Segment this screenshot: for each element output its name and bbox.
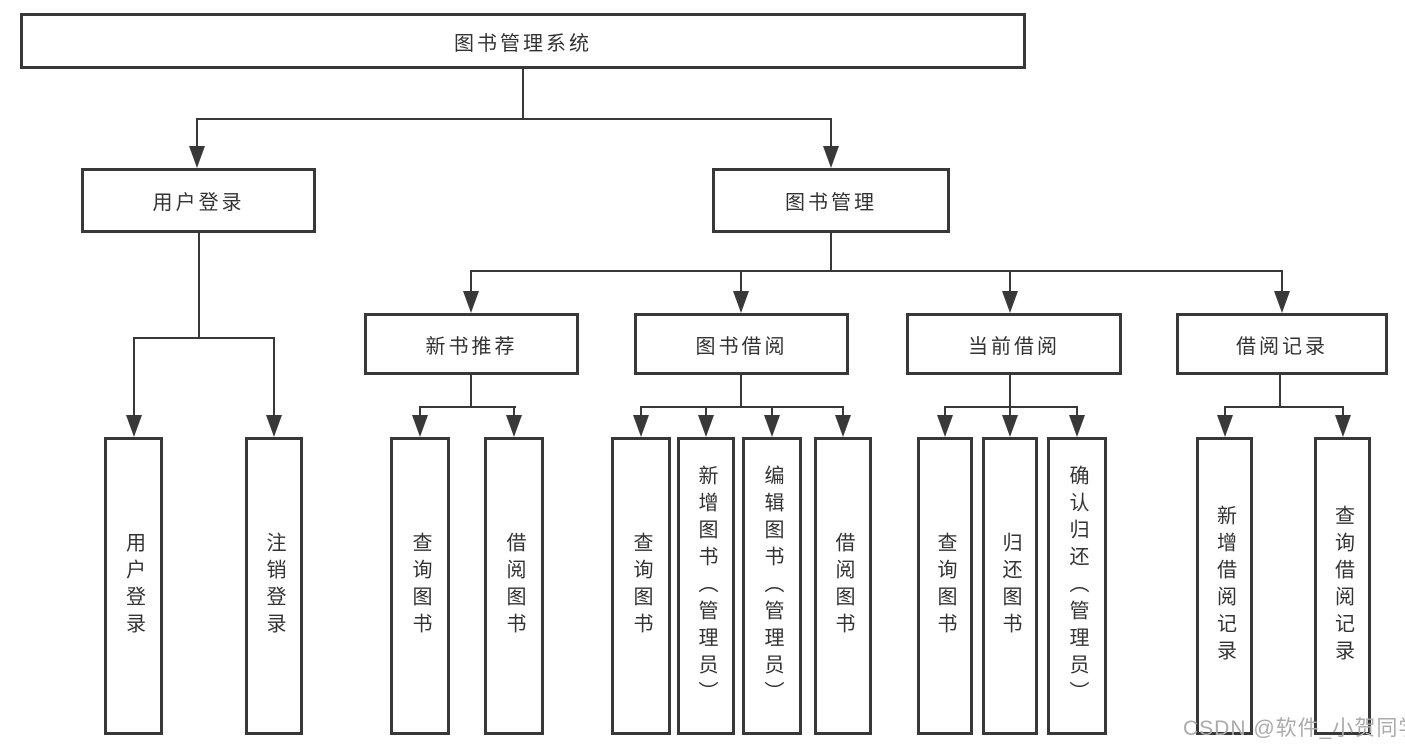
connector-line [522,69,524,118]
connector-line [944,406,946,417]
arrowhead-down-icon [1274,291,1290,313]
node-add-borrow-record: 新增借阅记录 [1196,437,1253,735]
arrowhead-down-icon [412,415,428,437]
node-edit-book-admin: 编辑图书（管理员） [742,437,802,735]
arrowhead-down-icon [937,415,953,437]
connector-line [842,406,844,417]
connector-line [1342,406,1344,417]
arrowhead-down-icon [1002,415,1018,437]
connector-line [419,406,516,408]
node-query-borrow-record: 查询借阅记录 [1314,437,1371,735]
connector-line [1009,406,1011,417]
arrowhead-down-icon [764,415,780,437]
connector-line [419,406,421,417]
connector-line [1076,406,1078,417]
connector-line [944,406,1078,408]
connector-line [1281,270,1283,293]
arrowhead-down-icon [506,415,522,437]
arrowhead-down-icon [1069,415,1085,437]
node-borrow-book-1: 借阅图书 [484,437,544,735]
connector-line [196,118,832,120]
node-borrow-records: 借阅记录 [1176,313,1388,375]
node-add-book-admin: 新增图书（管理员） [677,437,735,735]
node-borrow-book-2: 借阅图书 [814,437,872,735]
arrowhead-down-icon [835,415,851,437]
connector-line [771,406,773,417]
arrowhead-down-icon [1217,415,1233,437]
watermark-text: CSDN @软件_小贺同学 [1183,717,1405,740]
connector-line [470,375,472,406]
arrowhead-down-icon [733,291,749,313]
node-book-borrow: 图书借阅 [634,313,849,375]
connector-line [640,406,844,408]
connector-line [513,406,515,417]
node-user-login-leaf: 用户登录 [104,437,163,735]
connector-line [740,270,742,293]
arrowhead-down-icon [633,415,649,437]
connector-line [640,406,642,417]
node-query-book-3: 查询图书 [917,437,973,735]
connector-line [133,337,275,339]
arrowhead-down-icon [189,146,205,168]
connector-line [198,232,200,337]
node-book-management: 图书管理 [712,168,950,233]
connector-line [1279,375,1281,406]
node-query-book-2: 查询图书 [611,437,671,735]
connector-line [830,118,832,150]
connector-line [740,375,742,406]
arrowhead-down-icon [266,415,282,437]
arrowhead-down-icon [698,415,714,437]
node-logout: 注销登录 [245,437,303,735]
arrowhead-down-icon [823,146,839,168]
connector-line [1009,375,1011,406]
node-user-login: 用户登录 [81,168,316,233]
node-new-book-recommend: 新书推荐 [364,313,579,375]
node-current-borrow: 当前借阅 [906,313,1122,375]
connector-line [273,337,275,417]
connector-line [470,270,472,293]
arrowhead-down-icon [126,415,142,437]
connector-line [470,270,1283,272]
node-return-book: 归还图书 [982,437,1038,735]
connector-line [1224,406,1344,408]
node-query-book-1: 查询图书 [390,437,450,735]
connector-line [196,118,198,150]
node-confirm-return-admin: 确认归还（管理员） [1047,437,1107,735]
arrowhead-down-icon [463,291,479,313]
connector-line [133,337,135,417]
arrowhead-down-icon [1335,415,1351,437]
arrowhead-down-icon [1002,291,1018,313]
connector-line [830,233,832,270]
connector-line [1224,406,1226,417]
node-library-system: 图书管理系统 [20,13,1026,69]
connector-line [705,406,707,417]
connector-line [1009,270,1011,293]
